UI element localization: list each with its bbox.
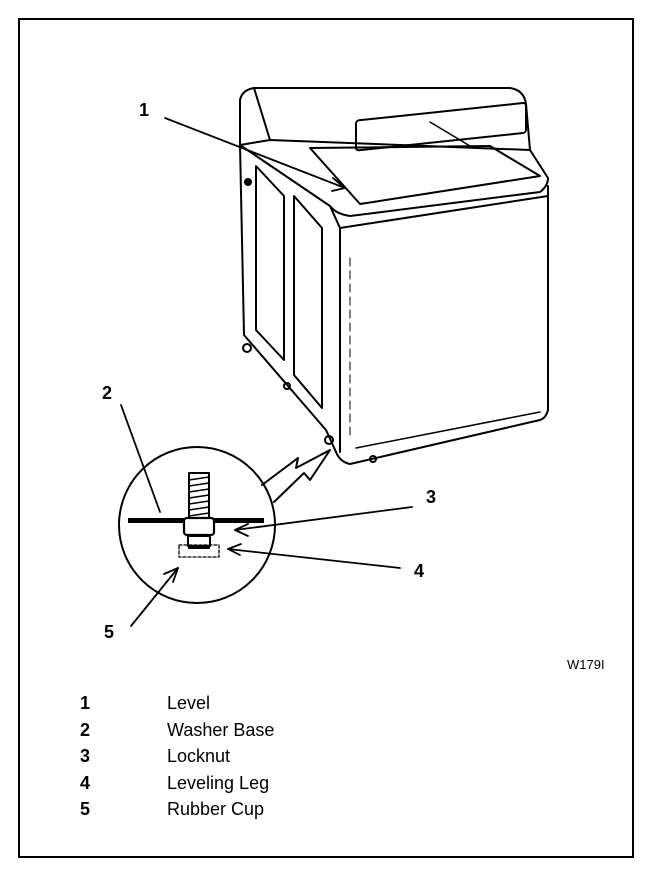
legend-number: 2 xyxy=(80,719,91,740)
callout-3-locknut: 3 xyxy=(426,487,437,507)
legend-number: 1 xyxy=(80,693,91,713)
legend-label: Leveling Leg xyxy=(167,772,270,793)
callout-5-rubber-cup: 5 xyxy=(104,622,115,642)
callout-leaders xyxy=(120,117,413,627)
legend-label: Locknut xyxy=(167,746,231,766)
callout-2-washer-base: 2 xyxy=(102,383,113,403)
legend-number: 3 xyxy=(80,746,91,766)
legend-item: 5 Rubber Cup xyxy=(80,799,480,826)
legend-number: 5 xyxy=(80,799,91,819)
washer-cabinet xyxy=(239,87,549,465)
legend-item: 3 Locknut xyxy=(80,746,480,773)
legend-number: 4 xyxy=(80,772,91,793)
callout-4-leveling-leg: 4 xyxy=(414,561,425,581)
legend-label: Rubber Cup xyxy=(167,799,265,819)
legend-item: 1 Level xyxy=(80,693,480,720)
legend-item: 4 Leveling Leg xyxy=(80,773,480,800)
legend-item: 2 Washer Base xyxy=(80,720,480,747)
leveling-leg-detail xyxy=(128,472,264,558)
figure-code: W179I xyxy=(567,657,605,672)
callout-1-level: 1 xyxy=(139,100,150,120)
detail-magnifier xyxy=(118,446,331,604)
figure-frame xyxy=(18,18,634,858)
legend-label: Washer Base xyxy=(167,719,275,740)
parts-legend: 1 Level 2 Washer Base 3 Locknut 4 Leveli… xyxy=(80,693,480,826)
legend-label: Level xyxy=(167,693,211,713)
